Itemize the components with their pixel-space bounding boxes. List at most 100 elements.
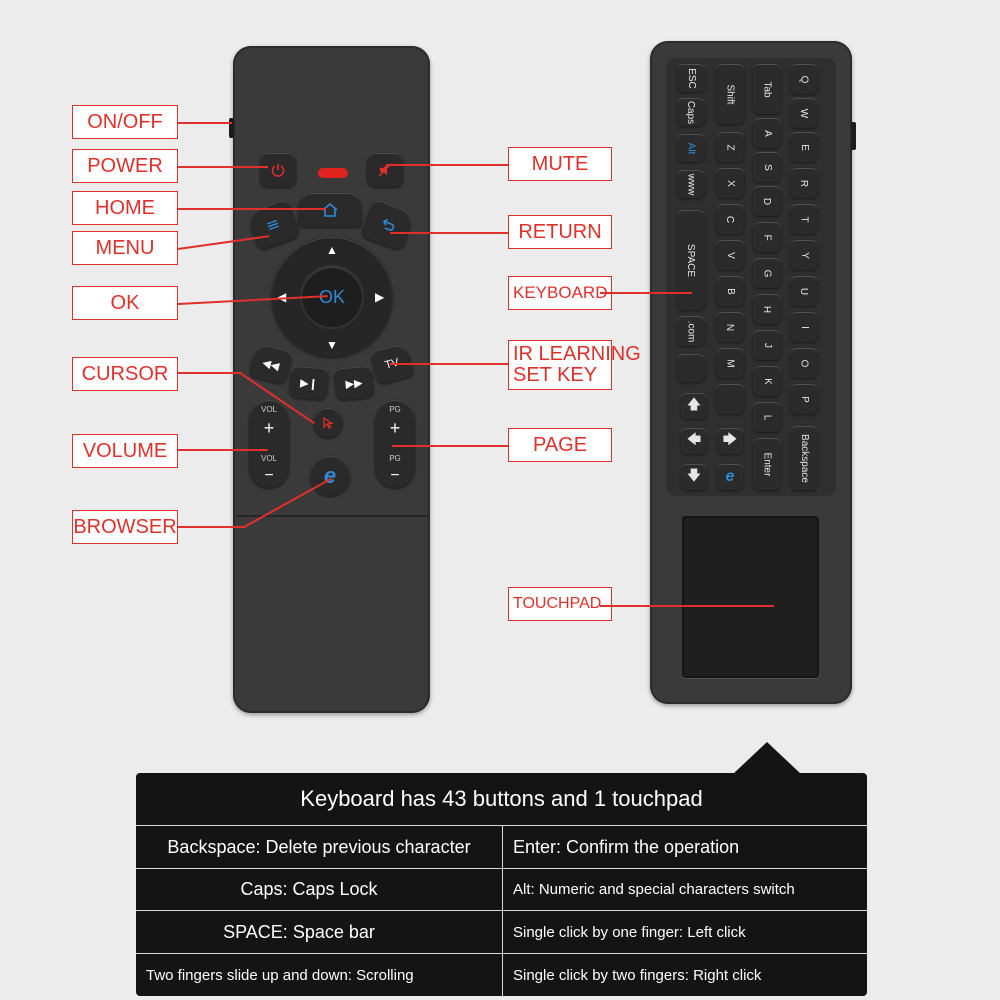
touchpad[interactable] — [682, 516, 819, 678]
vol-up-label: VOL — [260, 405, 277, 414]
key-caps[interactable]: Caps — [677, 98, 705, 126]
info-panel-title: Keyboard has 43 buttons and 1 touchpad — [300, 786, 703, 811]
divider — [136, 868, 867, 869]
info-row-3-left: SPACE: Space bar — [223, 921, 375, 942]
info-row-4-left: Two fingers slide up and down: Scrolling — [146, 966, 414, 984]
browser-button[interactable]: e — [310, 456, 350, 496]
key-h[interactable]: H — [753, 294, 781, 324]
key-o[interactable]: O — [790, 348, 818, 378]
leader-on-off — [178, 122, 232, 124]
cursor-button[interactable] — [313, 408, 343, 438]
key-s[interactable]: S — [753, 152, 781, 182]
key-t[interactable]: T — [790, 204, 818, 234]
volume-rocker[interactable]: VOL + VOL − — [249, 400, 289, 488]
on-off-switch[interactable] — [229, 118, 234, 138]
key-browser[interactable]: e — [717, 464, 743, 490]
column-divider — [502, 825, 503, 996]
key-v[interactable]: V — [716, 240, 744, 270]
mute-button[interactable] — [367, 153, 403, 187]
key-a[interactable]: A — [753, 118, 781, 148]
key-www[interactable]: www — [677, 170, 705, 198]
key-arrow-left[interactable]: 🡄 — [681, 428, 707, 454]
page-rocker[interactable]: PG + PG − — [375, 400, 415, 488]
key-dotcom[interactable]: .com — [677, 316, 705, 346]
menu-button[interactable] — [245, 198, 301, 252]
key-p[interactable]: P — [790, 384, 818, 414]
return-button[interactable] — [360, 198, 416, 252]
leader-page — [392, 445, 508, 447]
leader-return — [390, 232, 508, 234]
key-b[interactable]: B — [716, 276, 744, 306]
key-e[interactable]: E — [790, 132, 818, 162]
leader-power — [178, 166, 268, 168]
key-f[interactable]: F — [753, 222, 781, 252]
home-icon — [322, 202, 338, 217]
power-button[interactable] — [260, 153, 296, 187]
key-c[interactable]: C — [716, 204, 744, 234]
divider — [136, 825, 867, 826]
info-row-2-right: Alt: Numeric and special characters swit… — [513, 881, 795, 898]
status-led — [318, 168, 348, 178]
callout-keyboard: KEYBOARD — [508, 276, 612, 310]
callout-menu: MENU — [72, 231, 178, 265]
key-alt[interactable]: Alt — [677, 134, 705, 162]
key-blank-2[interactable] — [716, 384, 744, 414]
callout-return: RETURN — [508, 215, 612, 249]
key-y[interactable]: Y — [790, 240, 818, 270]
ok-label: OK — [318, 286, 345, 307]
key-x[interactable]: X — [716, 168, 744, 198]
key-u[interactable]: U — [790, 276, 818, 306]
key-i[interactable]: I — [790, 312, 818, 342]
dpad-right-icon[interactable]: ▶ — [375, 290, 385, 304]
vol-minus-icon[interactable]: − — [264, 466, 274, 484]
side-switch[interactable] — [851, 122, 856, 150]
home-button[interactable] — [298, 193, 362, 227]
key-backspace[interactable]: Backspace — [790, 426, 818, 490]
divider — [136, 910, 867, 911]
key-space[interactable]: SPACE — [677, 210, 705, 310]
key-z[interactable]: Z — [716, 132, 744, 162]
dpad-down-icon[interactable]: ▼ — [326, 338, 338, 352]
key-enter[interactable]: Enter — [753, 438, 781, 490]
key-g[interactable]: G — [753, 258, 781, 288]
key-tab[interactable]: Tab — [753, 64, 781, 114]
menu-icon — [267, 219, 279, 231]
callout-cursor: CURSOR — [72, 357, 178, 391]
vol-plus-icon[interactable]: + — [263, 417, 275, 438]
key-shift[interactable]: Shift — [716, 64, 744, 124]
key-l[interactable]: L — [753, 402, 781, 432]
callout-touchpad: TOUCHPAD — [508, 587, 612, 621]
info-row-1-right: Enter: Confirm the operation — [513, 836, 740, 857]
pg-plus-icon[interactable]: + — [389, 417, 401, 438]
leader-cursor — [178, 372, 242, 374]
key-w[interactable]: W — [790, 98, 818, 128]
callout-on-off: ON/OFF — [72, 105, 178, 139]
key-arrow-right[interactable]: 🡆 — [717, 428, 743, 454]
info-row-1-left: Backspace: Delete previous character — [167, 836, 471, 857]
dpad-up-icon[interactable]: ▲ — [326, 243, 338, 257]
key-k[interactable]: K — [753, 366, 781, 396]
key-arrow-up[interactable]: 🡅 — [681, 393, 707, 419]
pg-minus-icon[interactable]: − — [390, 466, 400, 484]
leader-home — [178, 208, 326, 210]
callout-ir-learning: IR LEARNING SET KEY — [508, 340, 641, 390]
play-pause-button[interactable]: ▶❙ — [288, 365, 330, 401]
key-n[interactable]: N — [716, 312, 744, 342]
next-button[interactable]: ▶▶ — [333, 365, 375, 401]
key-r[interactable]: R — [790, 168, 818, 198]
previous-icon: ◀◀ — [261, 356, 281, 373]
cursor-icon — [323, 416, 334, 429]
leader-volume — [178, 449, 268, 451]
key-arrow-down[interactable]: 🡇 — [681, 464, 707, 490]
key-m[interactable]: M — [716, 348, 744, 378]
power-icon — [271, 164, 285, 177]
key-blank-1[interactable] — [677, 354, 705, 382]
key-d[interactable]: D — [753, 186, 781, 216]
key-q[interactable]: Q — [790, 64, 818, 94]
leader-keyboard — [600, 292, 692, 294]
vol-down-label: VOL — [260, 454, 277, 464]
key-esc[interactable]: ESC — [677, 64, 705, 92]
key-j[interactable]: J — [753, 330, 781, 360]
remote-seam — [236, 515, 428, 517]
info-row-3-right: Single click by one finger: Left click — [513, 923, 746, 941]
